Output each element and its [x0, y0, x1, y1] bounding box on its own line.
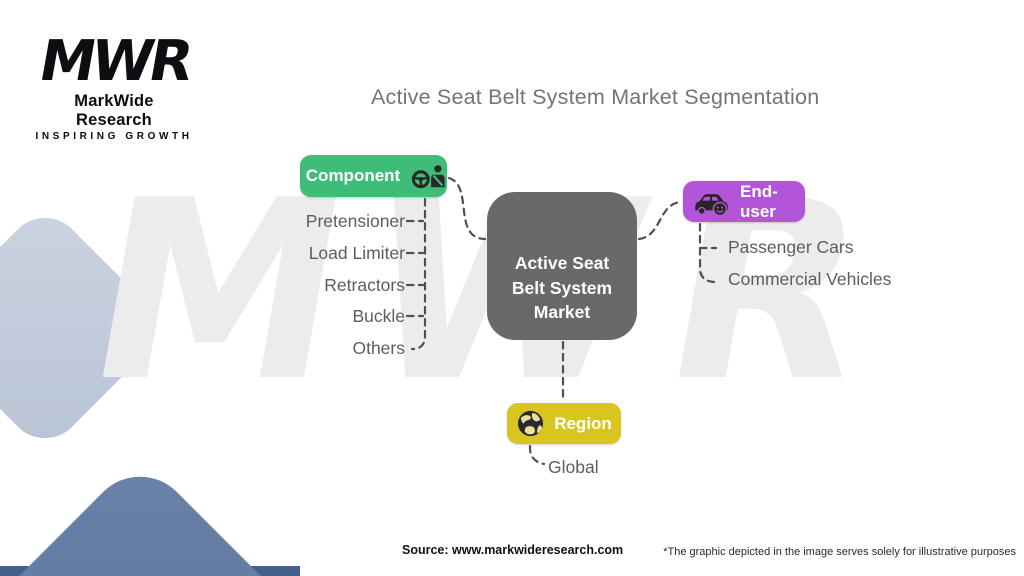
connector-component-to-center	[447, 176, 487, 241]
seatbelt-steering-icon	[409, 163, 447, 190]
leaf-pretensioner: Pretensioner	[305, 211, 405, 231]
disclaimer-note: *The graphic depicted in the image serve…	[663, 546, 1016, 558]
leaf-others: Others	[352, 338, 405, 358]
logo-tagline: INSPIRING GROWTH	[35, 131, 193, 142]
center-node-label: Active Seat Belt System Market	[511, 252, 613, 323]
source-note: Source: www.markwideresearch.com	[402, 543, 624, 557]
leaf-buckle: Buckle	[352, 306, 405, 326]
globe-icon	[516, 409, 545, 438]
logo-name: MarkWide Research	[74, 92, 154, 129]
leaf-global: Global	[548, 457, 599, 477]
branch-label-region: Region	[554, 413, 612, 433]
leaf-retractors: Retractors	[324, 275, 405, 295]
logo-acronym: MWR	[34, 29, 195, 94]
markwide-research-logo: MWR MarkWide Research INSPIRING GROWTH	[34, 29, 195, 142]
connector-component-trunk	[410, 197, 427, 351]
leaf-passenger-cars: Passenger Cars	[728, 237, 854, 257]
branch-pill-end-user: End-user	[683, 181, 805, 222]
leaf-load-limiter: Load Limiter	[308, 243, 405, 263]
page-title: Active Seat Belt System Market Segmentat…	[371, 85, 820, 109]
leaf-commercial-vehicles: Commercial Vehicles	[728, 269, 892, 289]
branch-label-component: Component	[305, 166, 401, 185]
branch-label-end-user: End-user	[740, 181, 778, 221]
branch-pill-region: Region	[507, 403, 621, 444]
connector-enduser-trunk	[698, 222, 716, 284]
connector-center-to-enduser	[637, 200, 683, 241]
car-icon	[693, 188, 731, 216]
branch-pill-component: Component	[300, 155, 447, 197]
connector-region-to-global	[528, 444, 546, 466]
center-node-active-seat-belt-market: Active Seat Belt System Market	[487, 192, 637, 340]
